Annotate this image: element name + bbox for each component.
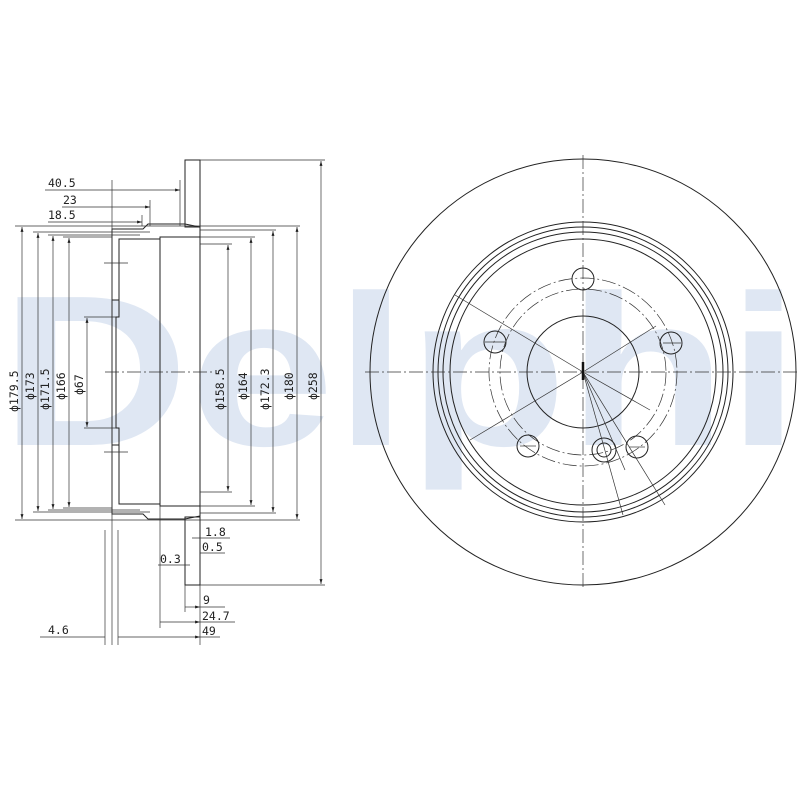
bolt-holes <box>483 267 683 463</box>
dim-24-7: 24.7 <box>202 609 230 623</box>
dim-23: 23 <box>63 193 77 207</box>
dim-4-6: 4.6 <box>48 623 69 637</box>
bolt-hole <box>516 434 540 458</box>
dim-d258: ϕ258 <box>306 372 320 400</box>
dim-d173: ϕ173 <box>23 372 37 400</box>
side-section-view: ϕ179.5 ϕ173 ϕ171.5 ϕ166 ϕ67 ϕ158.5 ϕ164 … <box>7 159 325 645</box>
bolt-hole <box>483 330 507 354</box>
delphi-watermark: Delphi <box>0 250 800 491</box>
bolt-hole <box>571 267 595 291</box>
friction-ring-top <box>184 159 201 228</box>
dim-d172-3: ϕ172.3 <box>258 368 272 410</box>
dim-d180: ϕ180 <box>282 372 296 400</box>
dim-1-8: 1.8 <box>205 525 226 539</box>
bolt-hole <box>659 331 683 355</box>
dim-d179-5: ϕ179.5 <box>7 370 21 412</box>
dim-0-3: 0.3 <box>160 552 181 566</box>
dim-d171-5: ϕ171.5 <box>38 368 52 410</box>
dim-0-5: 0.5 <box>202 540 223 554</box>
dim-d164: ϕ164 <box>236 372 250 400</box>
bolt-hole <box>591 437 617 463</box>
friction-ring-bottom <box>184 516 201 586</box>
dim-49: 49 <box>202 624 216 638</box>
dim-d67: ϕ67 <box>72 374 86 395</box>
dim-40-5: 40.5 <box>48 176 76 190</box>
dim-d166: ϕ166 <box>54 372 68 400</box>
set-screw-hole <box>625 435 649 459</box>
dim-9: 9 <box>203 593 210 607</box>
dim-18-5: 18.5 <box>48 208 76 222</box>
front-view <box>365 155 800 590</box>
dim-d158-5: ϕ158.5 <box>213 368 227 410</box>
